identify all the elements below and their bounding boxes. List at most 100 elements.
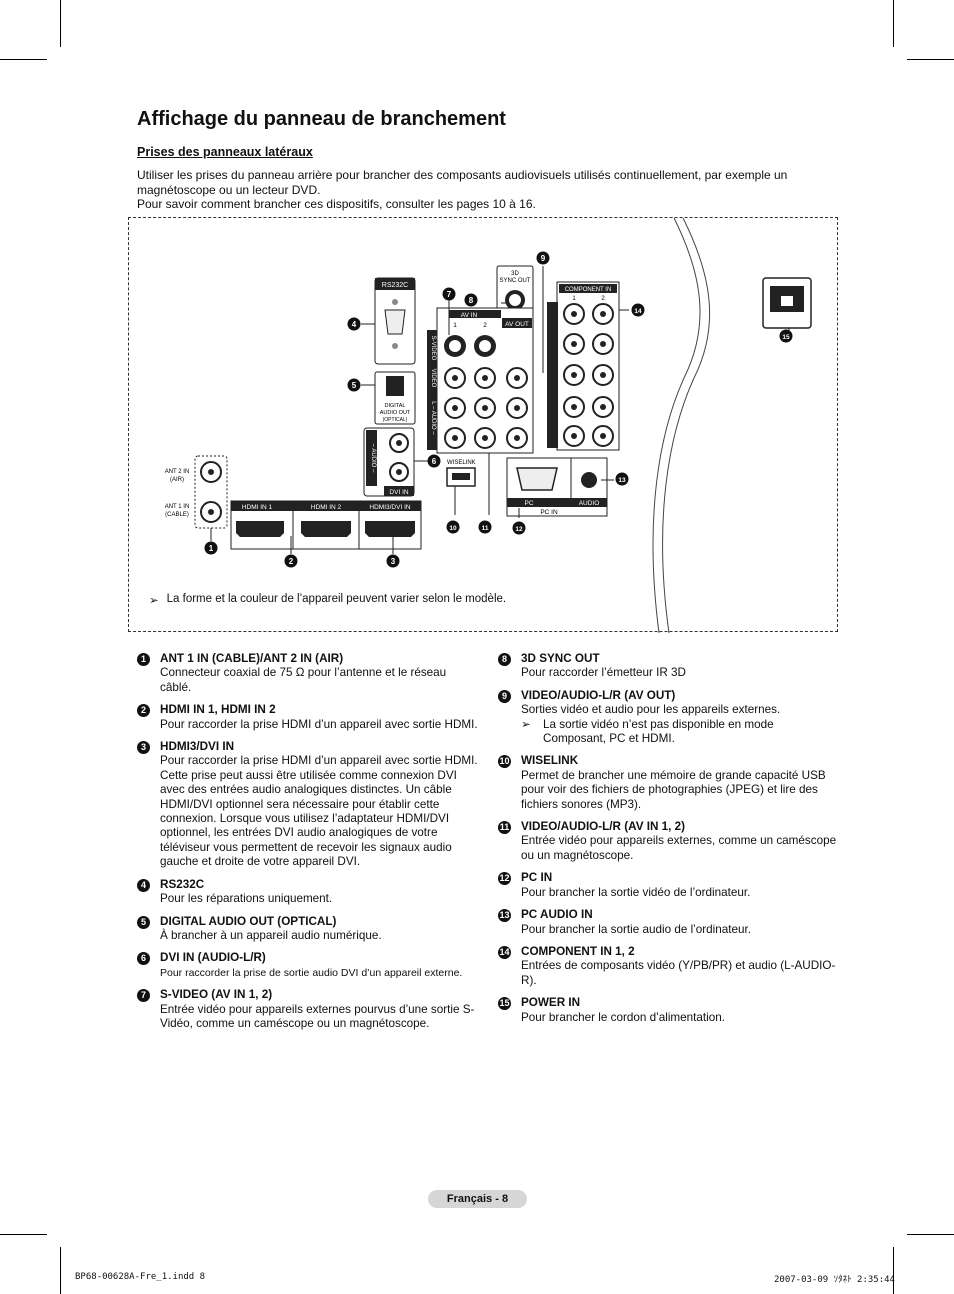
component-col-2: 2 xyxy=(601,296,605,302)
ant2-sublabel: (AIR) xyxy=(170,477,184,483)
callout-9: 9 xyxy=(541,254,546,263)
connection-panel-diagram: RS232C DIGITAL AUDIO OUT (OPTICAL) – AUD… xyxy=(165,218,812,633)
crop-mark xyxy=(907,59,954,60)
antenna-ports: ANT 2 IN (AIR) ANT 1 IN (CABLE) xyxy=(165,455,228,529)
legend-desc: Entrée vidéo pour appareils externes, co… xyxy=(521,834,837,862)
audio-vertical-label: – AUDIO – xyxy=(370,444,376,473)
arrow-icon: ➢ xyxy=(521,717,531,731)
intro-text: Utiliser les prises du panneau arrière p… xyxy=(137,168,817,212)
legend-number: 6 xyxy=(137,952,150,966)
legend-number: 12 xyxy=(498,872,511,886)
ant2-label: ANT 2 IN xyxy=(165,469,190,475)
legend-name: VIDEO/AUDIO-L/R (AV IN 1, 2) xyxy=(521,820,686,834)
sync-3d-label: 3D xyxy=(511,271,519,277)
power-in-port xyxy=(762,277,812,329)
legend-name: VIDEO/AUDIO-L/R (AV OUT) xyxy=(521,688,676,702)
av-in-label: AV IN xyxy=(461,312,478,319)
legend-number: 9 xyxy=(498,689,511,703)
pc-label: PC xyxy=(524,500,533,507)
legend-note: ➢ La sortie vidéo n’est pas disponible en… xyxy=(521,718,838,747)
component-label: COMPONENT IN xyxy=(565,287,612,293)
callout-10: 10 xyxy=(449,525,457,532)
print-file-info: BP68-00628A-Fre_1.indd 8 xyxy=(75,1272,206,1282)
hdmi3-label: HDMI3/DVI IN xyxy=(369,504,410,511)
tv-edge-curve xyxy=(662,218,711,633)
print-date-info: 2007-03-09 ｿﾀﾈﾄ 2:35:44 xyxy=(774,1275,895,1285)
figure-note-text: La forme et la couleur de l’appareil peu… xyxy=(166,593,507,605)
legend-desc: Pour raccorder la prise HDMI d’un appare… xyxy=(160,717,478,731)
legend-desc: Sorties vidéo et audio pour les appareil… xyxy=(521,703,781,717)
legend-item: 9 VIDEO/AUDIO-L/R (AV OUT)Sorties vidéo e… xyxy=(498,689,838,747)
legend-desc: À brancher à un appareil audio numérique… xyxy=(160,928,382,942)
page-number-tab: Français - 8 xyxy=(428,1190,527,1208)
callout-8: 8 xyxy=(469,296,474,305)
connection-panel-figure: RS232C DIGITAL AUDIO OUT (OPTICAL) – AUD… xyxy=(128,217,838,633)
legend-number: 14 xyxy=(498,945,511,959)
legend-name: WISELINK xyxy=(521,754,579,768)
callout-1: 1 xyxy=(209,544,214,553)
legend-desc: Connecteur coaxial de 75 Ω pour l’antenn… xyxy=(160,666,447,694)
callout-12: 12 xyxy=(515,526,523,533)
legend-number: 11 xyxy=(498,821,511,835)
digital-audio-label: (OPTICAL) xyxy=(383,417,408,423)
legend-name: 3D SYNC OUT xyxy=(521,652,600,665)
legend-number: 10 xyxy=(498,755,511,769)
legend-desc: Pour brancher la sortie audio de l’ordin… xyxy=(521,922,751,936)
crop-mark xyxy=(60,1247,61,1294)
legend-desc: Entrée vidéo pour appareils externes pou… xyxy=(160,1002,475,1030)
callout-6: 6 xyxy=(432,457,437,466)
hdmi-ports: HDMI IN 1 HDMI IN 2 HDMI3/DVI IN xyxy=(230,500,422,550)
wiselink-label: WISELINK xyxy=(447,460,476,466)
video-label: VIDEO xyxy=(430,369,436,388)
legend-note-text: La sortie vidéo n’est pas disponible en … xyxy=(543,717,774,746)
callout-4: 4 xyxy=(352,320,357,329)
legend-number: 5 xyxy=(137,915,150,929)
legend-number: 8 xyxy=(498,653,511,666)
component-col-1: 1 xyxy=(572,296,576,302)
legend-name: HDMI3/DVI IN xyxy=(160,740,235,754)
svideo-label: S-VIDEO xyxy=(430,336,436,361)
legend-desc: Permet de brancher une mémoire de grande… xyxy=(521,768,826,811)
legend-name: COMPONENT IN 1, 2 xyxy=(521,944,635,958)
legend-name: HDMI IN 1, HDMI IN 2 xyxy=(160,703,276,717)
hdmi1-label: HDMI IN 1 xyxy=(242,504,273,511)
av-col-2: 2 xyxy=(483,322,487,329)
legend-name: S-VIDEO (AV IN 1, 2) xyxy=(160,988,273,1002)
legend-number: 13 xyxy=(498,909,511,923)
callout-11: 11 xyxy=(482,525,489,532)
dvi-audio-in-ports: – AUDIO – DVI IN xyxy=(363,427,415,497)
legend-name: DIGITAL AUDIO OUT (OPTICAL) xyxy=(160,914,337,928)
legend-desc: Entrées de composants vidéo (Y/PB/PR) et… xyxy=(521,959,836,987)
legend-item: 11 VIDEO/AUDIO-L/R (AV IN 1, 2)Entrée vid… xyxy=(498,820,838,863)
arrow-icon: ➢ xyxy=(149,595,159,607)
digital-audio-label: AUDIO OUT xyxy=(380,410,411,416)
legend-desc: Pour les réparations uniquement. xyxy=(160,892,333,906)
sync-out-label: SYNC OUT xyxy=(499,278,530,284)
legend-number: 15 xyxy=(498,997,511,1011)
legend-name: PC IN xyxy=(521,871,553,885)
legend-number: 2 xyxy=(137,704,150,718)
callout-7: 7 xyxy=(447,290,452,299)
av-col-1: 1 xyxy=(453,322,457,329)
rs232c-label: RS232C xyxy=(382,282,408,289)
callout-15: 15 xyxy=(782,334,790,341)
crop-mark xyxy=(907,1234,954,1235)
figure-note: ➢ La forme et la couleur de l’appareil p… xyxy=(149,593,506,607)
intro-paragraph: Pour savoir comment brancher ces disposi… xyxy=(137,197,536,211)
callout-2: 2 xyxy=(289,557,294,566)
intro-paragraph: Utiliser les prises du panneau arrière p… xyxy=(137,168,788,197)
legend-desc: Pour brancher le cordon d’alimentation. xyxy=(521,1010,726,1024)
component-in-ports: COMPONENT IN 1 2 xyxy=(547,281,620,451)
callout-markers: 1 2 3 4 5 6 7 8 9 10 11 12 13 14 15 xyxy=(204,251,793,568)
